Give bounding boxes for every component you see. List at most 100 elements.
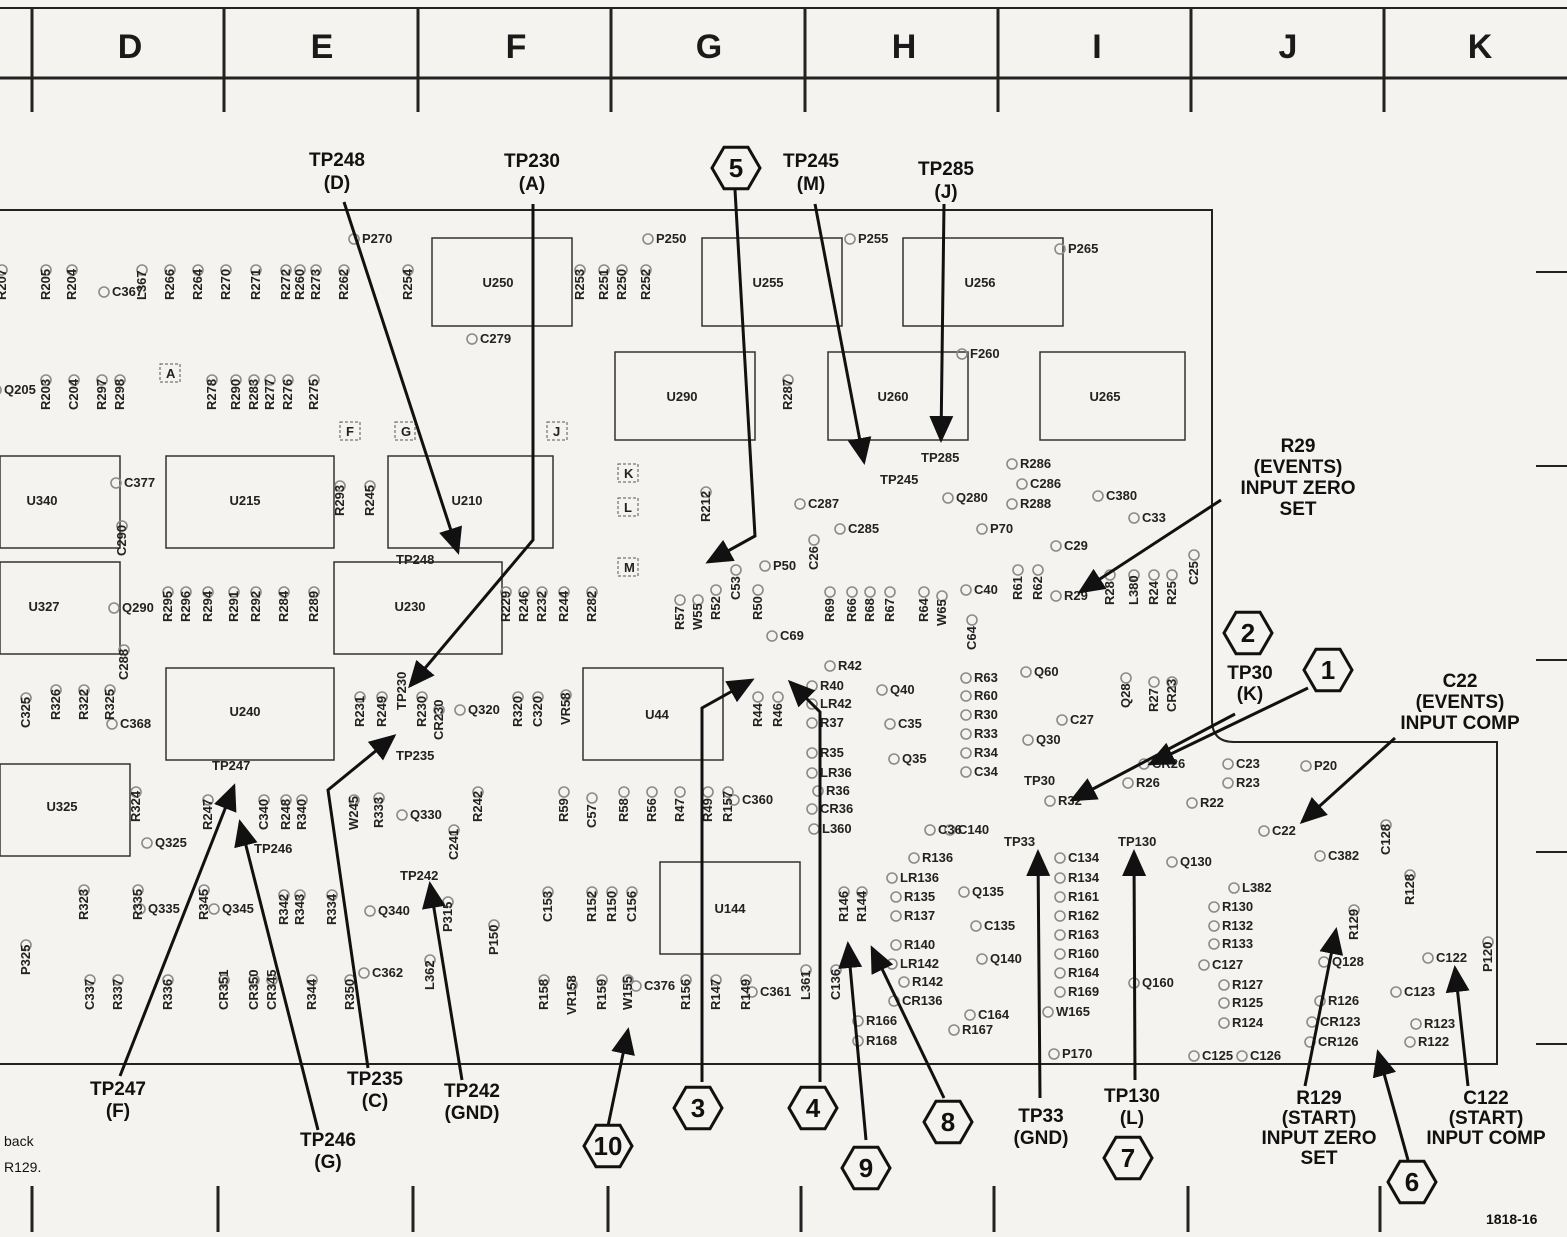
component-q30: Q30: [1036, 732, 1061, 747]
component-r277: R277: [262, 379, 277, 410]
component-r284: R284: [276, 590, 291, 622]
component-l367: L367: [134, 270, 149, 300]
pad-r58: [618, 786, 630, 798]
component-r49: R49: [700, 798, 715, 822]
component-q40: Q40: [890, 682, 915, 697]
component-r336: R336: [160, 979, 175, 1010]
hex-marker-2: [1222, 610, 1274, 656]
pad-p170: [1048, 1048, 1060, 1060]
jumper-box-a: [159, 363, 181, 383]
hex-marker-6: [1386, 1159, 1438, 1205]
margin-text-back: back: [4, 1133, 35, 1149]
component-l380: L380: [1126, 575, 1141, 605]
component-r42: R42: [838, 658, 862, 673]
component-r264: R264: [190, 268, 205, 300]
pad-q60: [1020, 666, 1032, 678]
component-c26: C26: [806, 546, 821, 570]
board-label-tp245: TP245: [880, 472, 918, 487]
pad-r44: [752, 691, 764, 703]
pad-r61: [1012, 564, 1024, 576]
pad-r340: [296, 794, 308, 806]
component-r62: R62: [1030, 576, 1045, 600]
component-r286: R286: [1020, 456, 1051, 471]
pad-r149: [740, 974, 752, 986]
pad-vr58: [560, 689, 572, 701]
jumper-box-j: [546, 421, 568, 441]
ic-u44: U44: [645, 707, 670, 722]
pad-r25: [1166, 569, 1178, 581]
callout-c22: C22(EVENTS)INPUT COMP: [1400, 671, 1520, 734]
component-r249: R249: [374, 696, 389, 727]
pad-r264: [192, 264, 204, 276]
pad-r22: [1186, 797, 1198, 809]
component-c122: C122: [1436, 950, 1467, 965]
jumper-g: G: [401, 424, 411, 439]
component-q205: Q205: [4, 382, 36, 397]
pad-r129: [1348, 904, 1360, 916]
pad-c325: [20, 692, 32, 704]
component-c288: C288: [116, 649, 131, 680]
pad-cr23: [1166, 676, 1178, 688]
component-c29: C29: [1064, 538, 1088, 553]
pad-r137: [890, 910, 902, 922]
pad-c57: [586, 792, 598, 804]
component-w245: W245: [346, 796, 361, 830]
board-label-tp246: TP246: [254, 841, 292, 856]
pad-r50: [752, 584, 764, 596]
grid-letter-f: F: [506, 28, 527, 66]
component-f260: F260: [970, 346, 1000, 361]
grid-frame: [0, 7, 1567, 1232]
pad-c241: [448, 824, 460, 836]
component-w155: W155: [620, 976, 635, 1010]
component-r140: R140: [904, 937, 935, 952]
pad-r207: [0, 264, 8, 276]
pad-p20: [1300, 760, 1312, 772]
pad-r128: [1404, 869, 1416, 881]
component-r147: R147: [708, 979, 723, 1010]
pad-c361: [746, 986, 758, 998]
component-r36: R36: [826, 783, 850, 798]
component-c53: C53: [728, 576, 743, 600]
pad-r169: [1054, 986, 1066, 998]
component-r35: R35: [820, 745, 844, 760]
pad-q135: [958, 886, 970, 898]
margin-notes: back R129.: [4, 1133, 41, 1175]
component-c156: C156: [624, 891, 639, 922]
pad-c123: [1390, 986, 1402, 998]
jumper-box-m: [617, 557, 639, 577]
component-r64: R64: [916, 597, 931, 622]
grid-letter-e: E: [311, 28, 334, 66]
pad-r278: [206, 374, 218, 386]
hex-marker-label-1: 1: [1321, 655, 1335, 685]
pad-r248: [280, 794, 292, 806]
pad-c320: [532, 691, 544, 703]
grid-letter-g: G: [696, 28, 722, 66]
board-label-tp235: TP235: [396, 748, 434, 763]
pad-r62: [1032, 564, 1044, 576]
pad-q345: [208, 903, 220, 915]
pad-l362: [424, 954, 436, 966]
component-r254: R254: [400, 268, 415, 300]
component-r132: R132: [1222, 918, 1253, 933]
pad-r275: [308, 374, 320, 386]
component-c377: C377: [124, 475, 155, 490]
component-r296: R296: [178, 591, 193, 622]
pad-vr158: [566, 979, 578, 991]
component-c123: C123: [1404, 984, 1435, 999]
pad-r59: [558, 786, 570, 798]
ic-u240: U240: [229, 704, 260, 719]
pad-r242: [472, 786, 484, 798]
component-c126: C126: [1250, 1048, 1281, 1063]
component-r204: R204: [64, 268, 79, 300]
component-c287: C287: [808, 496, 839, 511]
component-cr123: CR123: [1320, 1014, 1360, 1029]
component-r33: R33: [974, 726, 998, 741]
pad-r324: [130, 786, 142, 798]
component-r126: R126: [1328, 993, 1359, 1008]
component-r345: R345: [196, 889, 211, 920]
component-q160: Q160: [1142, 975, 1174, 990]
pad-r272: [280, 264, 292, 276]
pad-r125: [1218, 997, 1230, 1009]
